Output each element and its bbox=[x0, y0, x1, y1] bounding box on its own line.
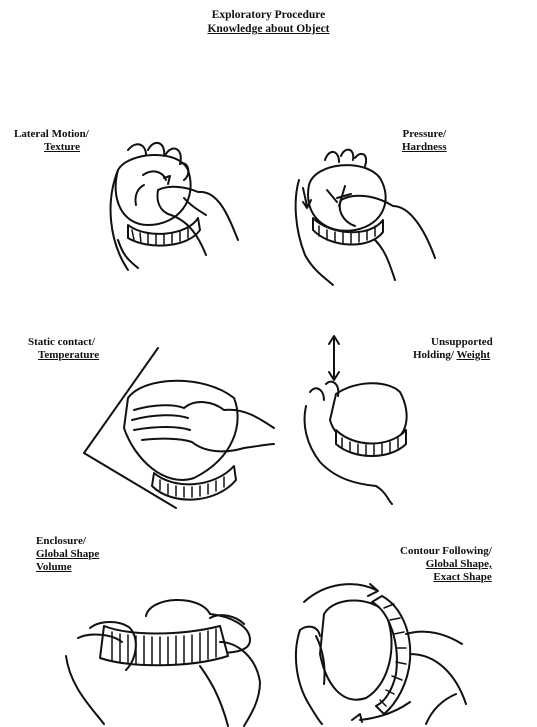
enclosure-illustration bbox=[60, 586, 270, 726]
procedure-lateral-motion: Lateral Motion/ bbox=[14, 128, 89, 140]
procedure-contour-following: Contour Following/ bbox=[400, 545, 492, 558]
arrow-icon bbox=[304, 584, 378, 602]
hand-icon bbox=[296, 627, 325, 724]
hand-icon bbox=[132, 402, 274, 451]
object-icon bbox=[116, 155, 191, 225]
label-lateral-motion: Lateral Motion/ Texture bbox=[14, 128, 89, 154]
hand-icon bbox=[325, 150, 366, 166]
property-global-shape: Global Shape bbox=[36, 548, 99, 561]
contour-following-illustration bbox=[286, 574, 486, 724]
arrow-icon bbox=[329, 336, 339, 380]
title-line-knowledge: Knowledge about Object bbox=[0, 22, 537, 36]
property-global-shape-2: Global Shape, bbox=[400, 558, 492, 571]
property-volume: Volume bbox=[36, 561, 99, 574]
procedure-static-contact: Static contact/ bbox=[28, 336, 95, 348]
procedure-enclosure: Enclosure/ bbox=[36, 535, 99, 548]
property-texture: Texture bbox=[44, 141, 89, 154]
pressure-illustration bbox=[285, 140, 455, 290]
title-line-procedure: Exploratory Procedure bbox=[212, 9, 326, 21]
figure-title: Exploratory Procedure Knowledge about Ob… bbox=[0, 8, 537, 36]
unsupported-holding-illustration bbox=[296, 334, 466, 504]
static-contact-illustration bbox=[84, 348, 274, 518]
lateral-motion-illustration bbox=[88, 130, 258, 280]
hand-icon bbox=[406, 632, 466, 724]
label-enclosure: Enclosure/ Global Shape Volume bbox=[36, 535, 99, 574]
object-icon bbox=[320, 600, 392, 699]
object-icon bbox=[124, 381, 238, 480]
